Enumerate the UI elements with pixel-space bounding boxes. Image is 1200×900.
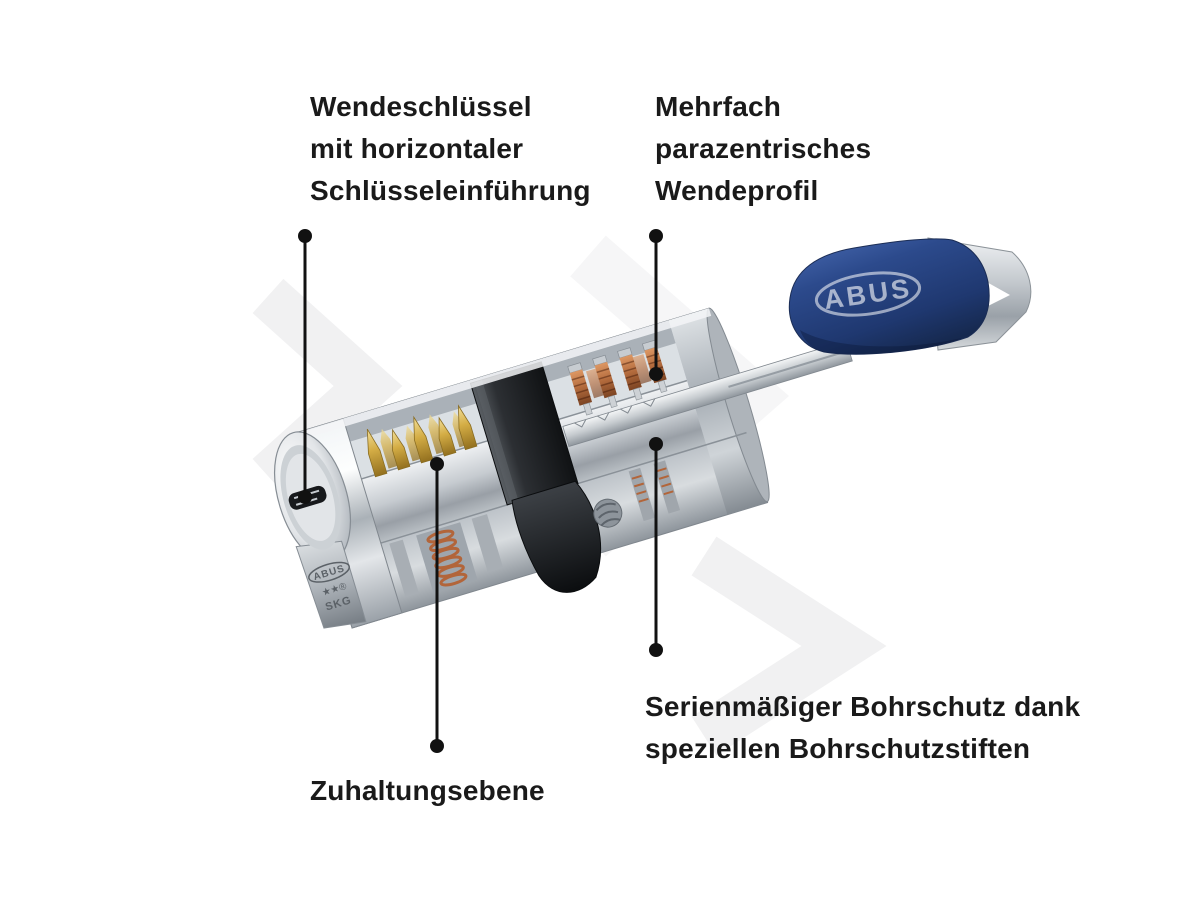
callouts <box>298 229 663 753</box>
key-head: ABUS <box>788 237 1032 355</box>
label-line: Schlüsseleinführung <box>310 175 591 206</box>
foot-slots <box>628 460 681 522</box>
brass-pins-front-row <box>366 404 478 478</box>
spring-slot <box>389 539 419 598</box>
label-line: Wendeschlüssel <box>310 91 532 122</box>
label-wendeprofil: Mehrfach parazentrisches Wendeprofil <box>655 86 871 212</box>
callout-wendeschluessel <box>298 229 312 504</box>
label-bohrschutz: Serienmäßiger Bohrschutz dank speziellen… <box>645 686 1080 770</box>
label-line: mit horizontaler <box>310 133 524 164</box>
label-line: Serienmäßiger Bohrschutz dank <box>645 691 1081 722</box>
label-zuhaltungsebene: Zuhaltungsebene <box>310 770 545 812</box>
callout-wendeprofil <box>649 229 663 381</box>
label-line: Wendeprofil <box>655 175 819 206</box>
spring-slot <box>471 514 504 573</box>
callout-zuhaltungsebene <box>430 457 444 753</box>
drill-pins-back-row <box>585 354 652 399</box>
callout-bohrschutz <box>649 437 663 657</box>
key-head-shadow <box>800 330 962 355</box>
label-line: speziellen Bohrschutzstiften <box>645 733 1031 764</box>
label-line: parazentrisches <box>655 133 872 164</box>
top-highlight <box>293 308 712 442</box>
screw-hole <box>593 498 623 528</box>
label-line: Zuhaltungsebene <box>310 775 545 806</box>
label-wendeschluessel: Wendeschlüssel mit horizontaler Schlüsse… <box>310 86 591 212</box>
key-brand-logo: ABUS <box>814 271 922 317</box>
cylinder-rear <box>668 308 768 515</box>
key-head-blue-body <box>788 238 990 355</box>
cylinder-rear-cap <box>706 307 770 503</box>
label-line: Mehrfach <box>655 91 782 122</box>
